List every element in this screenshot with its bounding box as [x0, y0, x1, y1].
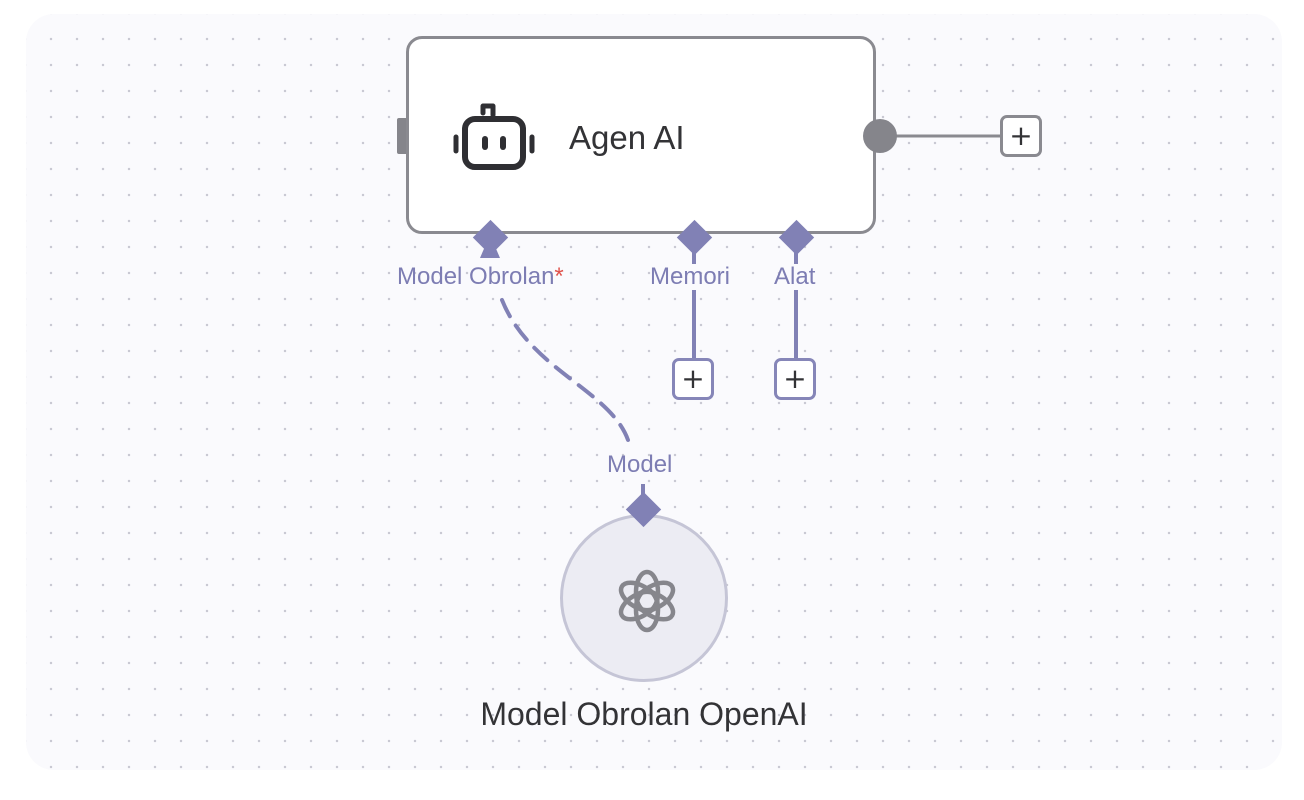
- chat-model-port-text: Model Obrolan: [397, 263, 555, 290]
- robot-icon: [453, 103, 535, 170]
- openai-icon: [618, 569, 676, 633]
- ai-agent-node[interactable]: Agen AI: [406, 36, 876, 234]
- openai-chat-model-node[interactable]: [560, 514, 728, 682]
- add-tool-button[interactable]: +: [774, 358, 816, 400]
- tool-port-label: Alat: [774, 263, 816, 290]
- agent-node-title: Agen AI: [569, 119, 685, 156]
- agent-output-handle[interactable]: [863, 119, 897, 153]
- add-output-node-button[interactable]: +: [1000, 115, 1042, 157]
- required-marker: *: [554, 263, 564, 290]
- add-memory-button[interactable]: +: [672, 358, 714, 400]
- memory-port-label: Memori: [650, 263, 731, 290]
- chat-model-port-label: Model Obrolan*: [397, 263, 564, 291]
- model-node-title: Model Obrolan OpenAI: [480, 696, 808, 732]
- chat-model-port-base: [480, 244, 500, 258]
- model-port-label: Model: [607, 451, 673, 478]
